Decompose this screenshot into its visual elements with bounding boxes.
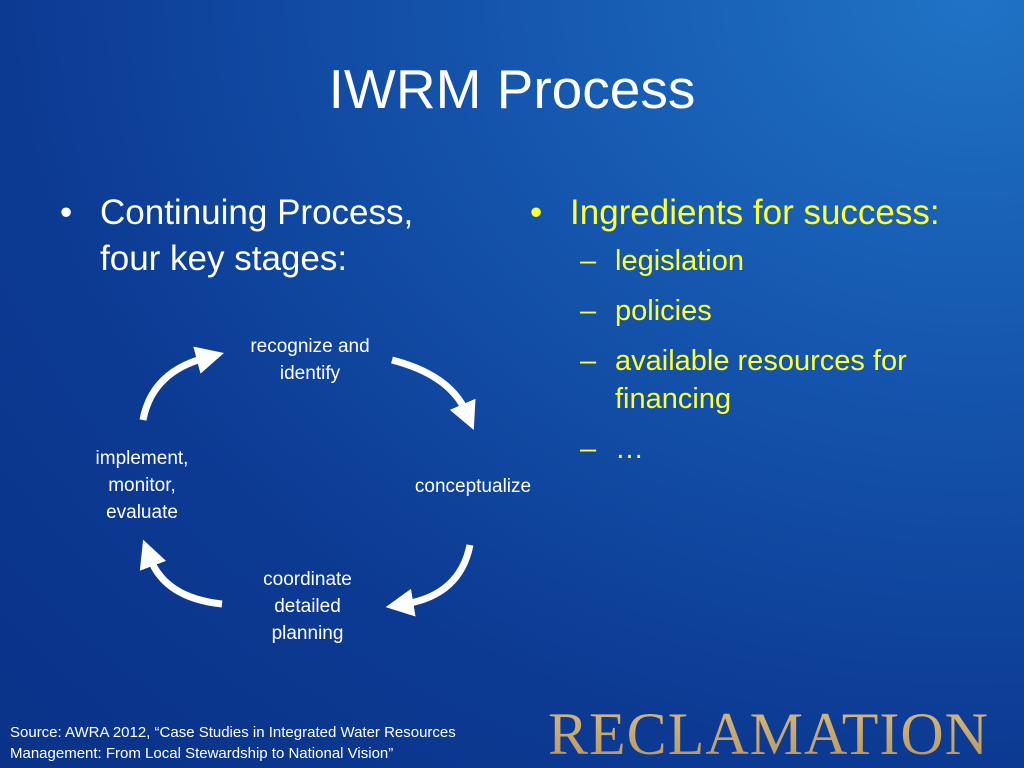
left-bullet-text: Continuing Process, four key stages: xyxy=(100,193,414,278)
dash-marker: – xyxy=(580,345,597,377)
cycle-arrow-top-right xyxy=(391,356,476,430)
ingredients-bullet: • Ingredients for success: xyxy=(530,190,1010,236)
slide-title: IWRM Process xyxy=(328,58,696,120)
cycle-arrow-bottom-right xyxy=(385,544,474,617)
left-bullet: • Continuing Process, four key stages: xyxy=(60,190,480,282)
stage-implement: implement, monitor, evaluate xyxy=(95,448,189,523)
stage-conceptualize: conceptualize xyxy=(414,476,532,497)
reclamation-logo: RECLAMATION xyxy=(548,700,1018,768)
source-citation: Source: AWRA 2012, “Case Studies in Inte… xyxy=(10,724,456,762)
dash-marker: – xyxy=(580,433,597,465)
ingredients-heading: Ingredients for success: xyxy=(570,193,940,232)
stage-coordinate: coordinate detailed planning xyxy=(263,569,352,644)
list-item: –available resources for financing xyxy=(580,342,1010,418)
dash-marker: – xyxy=(580,245,597,277)
ingredients-list: –legislation –policies –available resour… xyxy=(580,242,1010,468)
list-item-text: legislation xyxy=(615,245,744,277)
list-item: –… xyxy=(580,430,1010,468)
dash-marker: – xyxy=(580,295,597,327)
bullet-marker: • xyxy=(60,193,73,232)
cycle-arrow-top-left xyxy=(139,346,224,421)
ingredients-section: • Ingredients for success: –legislation … xyxy=(530,190,1010,480)
list-item-text: available resources for financing xyxy=(615,345,907,415)
stage-recognize: recognize and identify xyxy=(250,336,370,384)
list-item-text: policies xyxy=(615,295,712,327)
list-item: –policies xyxy=(580,292,1010,330)
list-item: –legislation xyxy=(580,242,1010,280)
list-item-text: … xyxy=(615,433,644,465)
cycle-arrow-bottom-left xyxy=(139,539,223,608)
bullet-marker: • xyxy=(530,193,543,232)
